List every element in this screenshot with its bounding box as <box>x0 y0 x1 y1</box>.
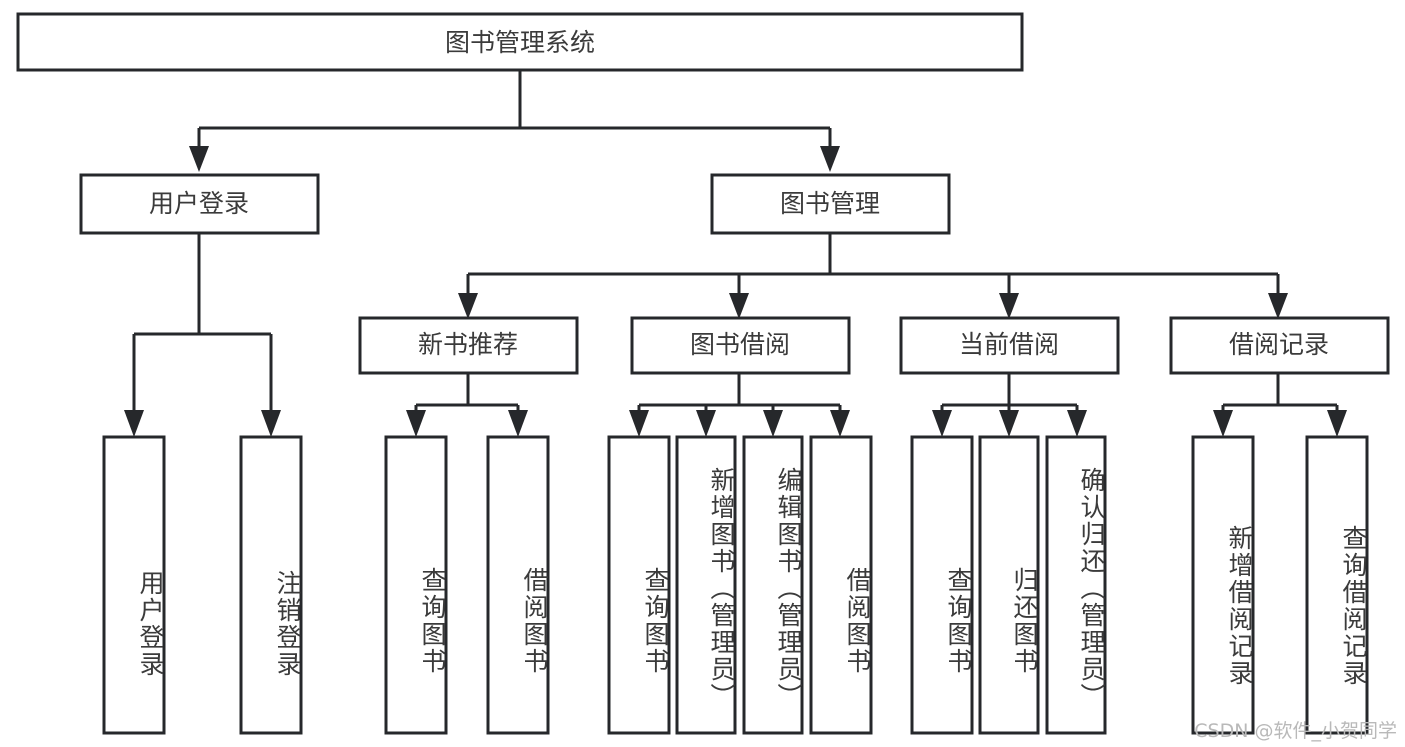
leaf-box-new-book-1[interactable] <box>486 435 550 735</box>
arrow-head-borrow-record <box>1268 293 1288 319</box>
leaf-box-new-book-0[interactable] <box>384 435 448 735</box>
node-box-new-book-recommend[interactable] <box>358 316 579 375</box>
arrow-head-book-borrow-leaf3 <box>763 410 783 437</box>
arrow-head-book-mgmt <box>820 146 840 172</box>
node-label-book-borrow: 图书借阅 <box>690 330 790 359</box>
node-box-borrow-record[interactable] <box>1169 316 1390 375</box>
arrow-head-book-borrow-leaf4 <box>830 410 850 437</box>
watermark-text: CSDN @软件_小贺同学 <box>1194 720 1397 742</box>
arrow-head-book-borrow-leaf2 <box>696 410 716 437</box>
arrow-head-new-book-leaf2 <box>508 410 528 437</box>
node-label-book-management: 图书管理 <box>780 189 880 218</box>
node-box-current-borrow[interactable] <box>899 316 1120 375</box>
node-label-current-borrow: 当前借阅 <box>959 330 1059 359</box>
node-label-borrow-record: 借阅记录 <box>1229 330 1329 359</box>
connector-group <box>124 70 1347 437</box>
node-box-root[interactable] <box>16 12 1024 72</box>
arrow-head-borrow-record-leaf2 <box>1327 410 1347 437</box>
leaf-box-borrow-record-0[interactable] <box>1191 435 1255 735</box>
arrow-head-user-login-leaf1 <box>124 410 144 437</box>
leaf-box-borrow-record-1[interactable] <box>1305 435 1369 735</box>
arrow-head-user-login-leaf2 <box>261 410 281 437</box>
arrow-head-new-book-leaf1 <box>406 410 426 437</box>
node-group: 图书管理系统 用户登录 图书管理 新书推荐 图书借阅 当前借阅 借阅记录 <box>16 12 1390 735</box>
leaf-box-user-login-0[interactable] <box>102 435 166 735</box>
leaf-box-book-borrow-2[interactable] <box>742 435 804 735</box>
leaf-box-current-borrow-1[interactable] <box>978 435 1040 735</box>
node-label-new-book-recommend: 新书推荐 <box>418 330 518 359</box>
arrow-head-current-borrow-leaf1 <box>932 410 952 437</box>
arrow-head-book-borrow <box>729 293 749 319</box>
arrow-head-new-book <box>458 293 478 319</box>
leaf-box-current-borrow-2[interactable] <box>1045 435 1107 735</box>
arrow-head-user-login <box>189 146 209 172</box>
leaf-box-current-borrow-0[interactable] <box>910 435 974 735</box>
arrow-head-current-borrow <box>999 293 1019 319</box>
node-label-root: 图书管理系统 <box>445 28 595 57</box>
arrow-head-borrow-record-leaf1 <box>1213 410 1233 437</box>
node-box-book-borrow[interactable] <box>630 316 851 375</box>
arrow-head-book-borrow-leaf1 <box>629 410 649 437</box>
leaf-box-book-borrow-0[interactable] <box>607 435 671 735</box>
leaf-box-book-borrow-1[interactable] <box>675 435 737 735</box>
arrow-head-current-borrow-leaf2 <box>999 410 1019 437</box>
node-box-user-login[interactable] <box>79 173 320 235</box>
node-label-user-login: 用户登录 <box>149 189 249 218</box>
leaf-box-book-borrow-3[interactable] <box>809 435 873 735</box>
leaf-box-user-login-1[interactable] <box>239 435 303 735</box>
node-box-book-management[interactable] <box>710 173 951 235</box>
arrow-head-current-borrow-leaf3 <box>1067 410 1087 437</box>
